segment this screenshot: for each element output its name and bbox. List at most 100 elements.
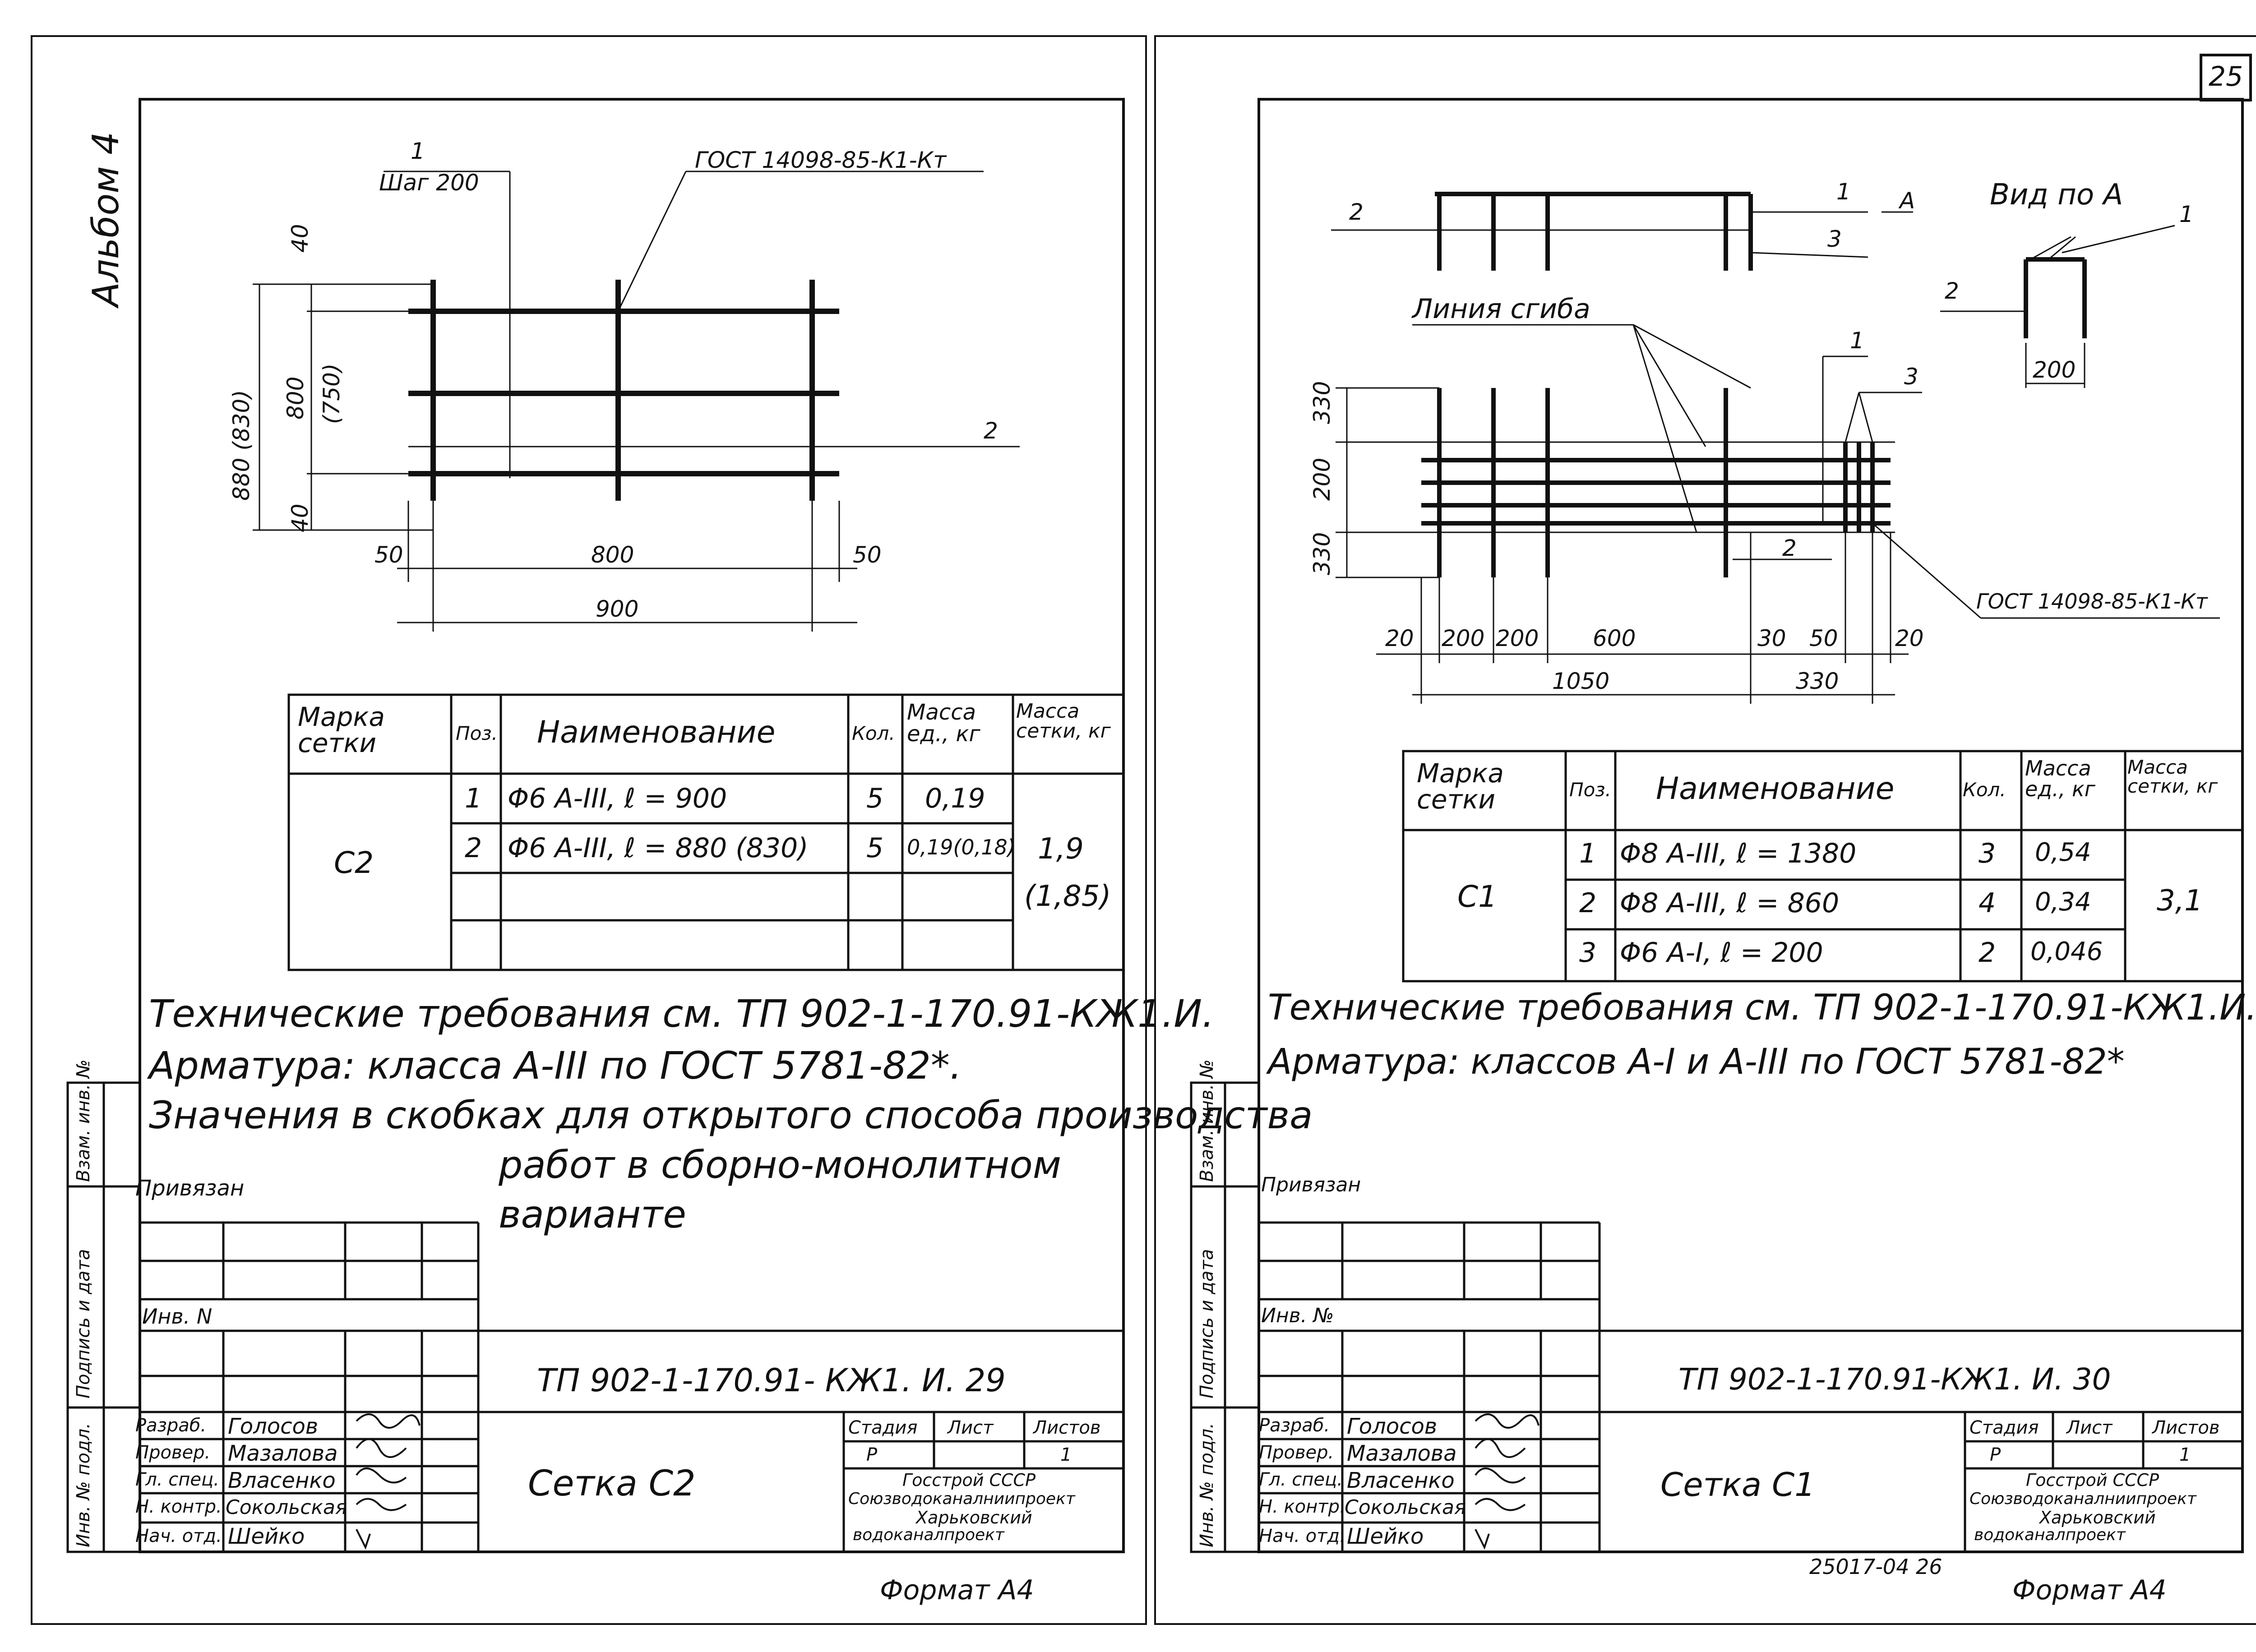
right-org-3: Харьковский [2039, 1508, 2156, 1527]
left-note-5: варианте [499, 1192, 686, 1237]
right-view-arrow: А [1900, 188, 1915, 214]
left-th-pos: Поз. [456, 722, 498, 744]
left-org-4: водоканалпроект [853, 1526, 1004, 1544]
left-row2-mass: 0,19(0,18) [907, 835, 1016, 859]
right-view-label: Вид по А [1990, 178, 2123, 212]
right-dim-b0: 20 [1385, 625, 1414, 651]
right-th-mass-unit: Масса ед., кг [2025, 756, 2095, 801]
right-org-4: водоканалпроект [1974, 1526, 2126, 1544]
right-sheet-header: Лист [2066, 1417, 2113, 1438]
right-privyazan: Привязан [1261, 1173, 1361, 1196]
right-side-label-3: Инв. № подл. [1197, 1423, 1217, 1547]
left-stage: Р [866, 1444, 878, 1465]
right-org-2: Союзводоканалниипроект [1969, 1490, 2196, 1508]
right-row2-pos: 2 [1579, 887, 1597, 919]
left-name-3: Власенко [228, 1468, 336, 1493]
left-note-3: Значения в скобках для открытого способа… [149, 1093, 1313, 1137]
left-org-3: Харьковский [916, 1508, 1032, 1527]
left-side-label-2: Подпись и дата [73, 1249, 94, 1398]
left-org-1: Госстрой СССР [902, 1470, 1036, 1490]
right-dim-b5: 50 [1809, 625, 1838, 651]
left-doc-code: ТП 902-1-170.91- КЖ1. И. 29 [537, 1362, 1006, 1399]
right-row3-qty: 2 [1979, 937, 1996, 969]
left-title: Сетка С2 [528, 1463, 696, 1504]
right-inv-no: Инв. № [1261, 1304, 1334, 1327]
left-role-3: Гл. спец. [135, 1469, 219, 1490]
right-format: Формат А4 [2012, 1574, 2167, 1606]
left-mark: С2 [334, 845, 374, 880]
right-side-label-2: Подпись и дата [1197, 1249, 1217, 1398]
left-note-4: работ в сборно-монолитном [499, 1143, 1062, 1187]
left-dim-50-right: 50 [853, 542, 882, 568]
right-row1-pos: 1 [1579, 838, 1597, 869]
left-th-qty: Кол. [852, 722, 895, 744]
left-sheet-header: Лист [948, 1417, 994, 1438]
left-th-mass-total: Масса сетки, кг [1016, 700, 1111, 743]
left-th-name: Наименование [537, 715, 776, 750]
left-role-5: Нач. отд. [135, 1526, 222, 1546]
right-row2-name: Φ8 А-III, ℓ = 860 [1620, 887, 1840, 919]
left-note-1: Технические требования см. ТП 902-1-170.… [149, 992, 1214, 1036]
right-dim-1050: 1050 [1552, 668, 1610, 694]
right-sheets: 1 [2179, 1444, 2191, 1465]
left-role-1: Разраб. [135, 1415, 207, 1436]
left-name-2: Мазалова [228, 1441, 338, 1466]
right-th-qty: Кол. [1963, 779, 2006, 801]
right-dim-330-h: 330 [1796, 668, 1839, 694]
left-dim-880: 880 (830) [228, 390, 254, 501]
left-dim-40-bottom: 40 [287, 503, 313, 532]
left-name-1: Голосов [228, 1414, 319, 1439]
right-name-4: Сокольская [1345, 1496, 1466, 1519]
right-dim-b1: 200 [1442, 625, 1485, 651]
album-label: Альбом 4 [85, 132, 127, 307]
right-dim-b6: 20 [1895, 625, 1924, 651]
right-pos2-plan: 2 [1782, 535, 1797, 561]
left-row1-name: Φ6 А-III, ℓ = 900 [508, 783, 727, 814]
right-name-3: Власенко [1347, 1468, 1455, 1493]
left-role-2: Провер. [135, 1442, 211, 1463]
left-dim-50-left: 50 [374, 542, 403, 568]
left-dim-40-top: 40 [287, 224, 313, 253]
right-pos1-top: 1 [1836, 179, 1851, 205]
right-row1-mass: 0,54 [2035, 838, 2091, 867]
right-pos3-top: 3 [1827, 226, 1842, 252]
right-view-pos2: 2 [1945, 278, 1959, 304]
left-sheets-header: Листов [1033, 1417, 1101, 1438]
right-role-3: Гл. спец. [1259, 1469, 1343, 1490]
left-side-label-3: Инв. № подл. [73, 1423, 94, 1547]
left-th-mass-unit: Масса ед., кг [907, 700, 980, 747]
right-dim-b2: 200 [1496, 625, 1539, 651]
left-row2-qty: 5 [866, 832, 884, 864]
right-th-mark: Марка сетки [1417, 758, 1504, 815]
left-format: Формат А4 [880, 1574, 1034, 1606]
right-stage-header: Стадия [1969, 1417, 2039, 1438]
left-total-mass-alt: (1,85) [1024, 880, 1111, 913]
right-doc-code: ТП 902-1-170.91-КЖ1. И. 30 [1678, 1362, 2111, 1397]
left-leader-pos1: 1 [411, 138, 425, 164]
left-leader-pos2: 2 [984, 418, 998, 444]
right-view-pos1: 1 [2179, 201, 2194, 227]
right-dim-330-top: 330 [1309, 381, 1335, 424]
right-role-1: Разраб. [1259, 1415, 1330, 1436]
left-stage-header: Стадия [848, 1417, 918, 1438]
left-dim-750: (750) [319, 363, 345, 424]
right-name-1: Голосов [1347, 1414, 1438, 1439]
right-archive-code: 25017-04 26 [1809, 1555, 1942, 1579]
page-number: 25 [2209, 61, 2243, 92]
left-privyazan: Привязан [135, 1176, 245, 1201]
right-pos3-plan: 3 [1904, 364, 1919, 390]
right-role-5: Нач. отд. [1259, 1526, 1345, 1546]
left-name-5: Шейко [228, 1524, 305, 1549]
right-row2-mass: 0,34 [2035, 887, 2091, 917]
right-row3-mass: 0,046 [2030, 937, 2103, 966]
right-dim-330-bottom: 330 [1309, 532, 1335, 575]
right-row3-name: Φ6 А-I, ℓ = 200 [1620, 937, 1823, 969]
left-sheets: 1 [1060, 1444, 1072, 1465]
left-dim-800-h: 800 [591, 542, 634, 568]
left-gost-label: ГОСТ 14098-85-К1-Кт [695, 147, 947, 173]
right-title: Сетка С1 [1660, 1466, 1816, 1504]
right-th-pos: Поз. [1569, 779, 1611, 801]
right-row3-pos: 3 [1579, 937, 1597, 969]
right-pos1-plan: 1 [1850, 328, 1864, 354]
